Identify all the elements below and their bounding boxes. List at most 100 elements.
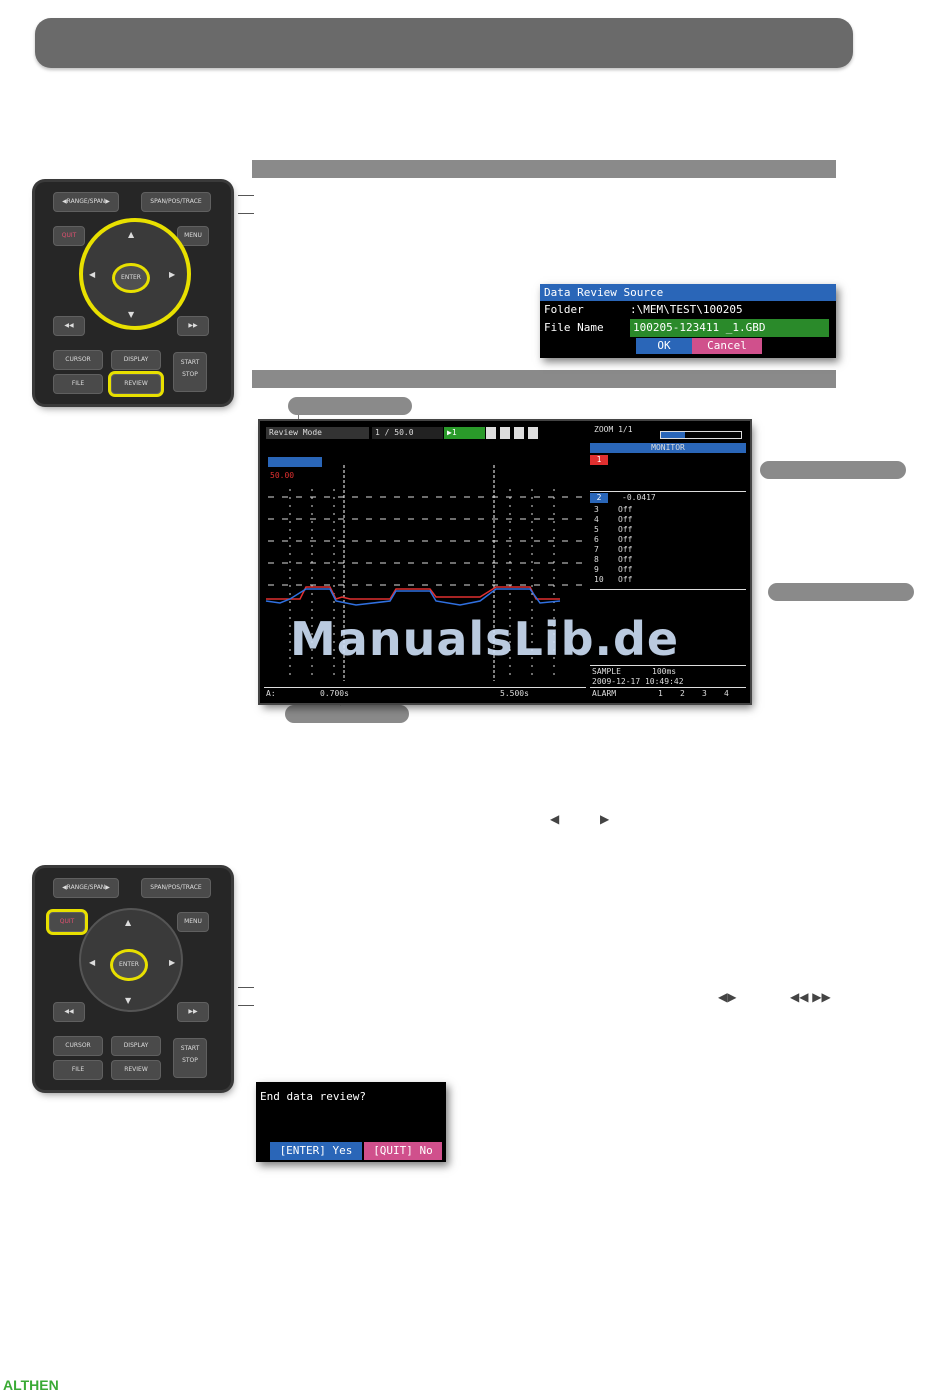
display-button[interactable]: DISPLAY: [111, 1036, 161, 1056]
rewind-button[interactable]: ◀◀: [53, 1002, 85, 1022]
fast-forward-button[interactable]: ▶▶: [177, 316, 209, 336]
left-arrow-icon[interactable]: ◀: [89, 958, 96, 967]
divider: [590, 665, 746, 666]
channel-state: Off: [618, 555, 633, 564]
right-arrow-icon[interactable]: ▶: [169, 958, 176, 967]
leader-line: [238, 213, 254, 214]
left-triangle-icon: ◀: [550, 812, 560, 826]
zoom-bar-fill: [661, 432, 685, 438]
file-button[interactable]: FILE: [53, 374, 103, 394]
page-title-bar: [35, 18, 853, 68]
down-arrow-icon[interactable]: ▼: [125, 996, 132, 1005]
cursor-button[interactable]: CURSOR: [53, 1036, 103, 1056]
section-header-bar-2: [252, 370, 836, 388]
folder-label: Folder: [544, 303, 584, 316]
cursor-button[interactable]: CURSOR: [53, 350, 103, 370]
filename-select[interactable]: 100205-123411 _1.GBD: [630, 319, 829, 337]
divider: [264, 687, 586, 688]
start-stop-button[interactable]: START STOP: [173, 352, 207, 392]
section-header-bar-1: [252, 160, 836, 178]
channel-number: 5: [594, 525, 599, 534]
channel-row: 5 Off: [594, 525, 744, 535]
channel-1-badge: 1: [590, 455, 608, 465]
plot-grid: [268, 465, 582, 681]
filename-row: File Name 100205-123411 _1.GBD: [540, 319, 836, 337]
range-span-button[interactable]: ◀RANGE/SPAN▶: [53, 878, 119, 898]
right-arrow-icon[interactable]: ▶: [169, 270, 176, 279]
dialog-buttons: OK Cancel: [540, 337, 836, 355]
channel-number: 7: [594, 545, 599, 554]
down-arrow-icon[interactable]: ▼: [128, 310, 135, 319]
range-span-button[interactable]: ◀RANGE/SPAN▶: [53, 192, 119, 212]
file-button[interactable]: FILE: [53, 1060, 103, 1080]
review-screen: Review Mode 1 / 50.0 ▶1 50.00 ZOOM 1/1 M…: [260, 421, 750, 703]
callout-right-2: [768, 583, 914, 601]
channel-state: Off: [618, 565, 633, 574]
display-button[interactable]: DISPLAY: [111, 350, 161, 370]
ok-button[interactable]: OK: [636, 338, 692, 354]
cancel-button[interactable]: Cancel: [692, 338, 762, 354]
rewind-button[interactable]: ◀◀: [53, 316, 85, 336]
dialog-title: Data Review Source: [540, 284, 836, 301]
trace-red: [266, 586, 560, 600]
sampling-label: SAMPLE: [592, 667, 621, 676]
sampling-value: 100ms: [652, 667, 677, 676]
end-review-message: End data review?: [260, 1090, 366, 1103]
waveform-plot: [265, 465, 582, 681]
review-button[interactable]: REVIEW: [111, 1060, 161, 1080]
red-scale-value: 50.00: [270, 471, 295, 480]
screen-icon-2: [500, 427, 510, 439]
divider: [590, 491, 746, 492]
alarm-1: 1: [658, 689, 663, 698]
filename-label: File Name: [544, 321, 604, 334]
channel-tab: [268, 457, 322, 467]
quit-button[interactable]: QUIT: [49, 912, 85, 932]
channel-number: 4: [594, 515, 599, 524]
watermark: ManualsLib.de: [290, 612, 680, 666]
enter-button[interactable]: ENTER: [115, 266, 147, 290]
divider: [590, 589, 746, 590]
callout-bottom: [285, 705, 409, 723]
enter-button[interactable]: ENTER: [113, 952, 145, 978]
span-pos-trace-button[interactable]: SPAN/POS/TRACE: [141, 192, 211, 212]
quit-button[interactable]: QUIT: [53, 226, 85, 246]
folder-row: Folder:\MEM\TEST\100205: [540, 301, 836, 319]
alarm-4: 4: [724, 689, 729, 698]
plot-traces: [265, 586, 561, 606]
span-pos-trace-button[interactable]: SPAN/POS/TRACE: [141, 878, 211, 898]
fast-forward-button[interactable]: ▶▶: [177, 1002, 209, 1022]
up-arrow-icon[interactable]: ▲: [128, 230, 135, 239]
start-stop-button[interactable]: START STOP: [173, 1038, 207, 1078]
review-button[interactable]: REVIEW: [111, 374, 161, 394]
keypad-quit: ◀RANGE/SPAN▶ SPAN/POS/TRACE QUIT MENU ▲ …: [35, 868, 231, 1090]
leader-line: [238, 195, 254, 196]
alarm-3: 3: [702, 689, 707, 698]
no-button[interactable]: [QUIT] No: [364, 1142, 442, 1160]
channel-number: 9: [594, 565, 599, 574]
channel-state: Off: [618, 525, 633, 534]
end-review-dialog: End data review? [ENTER] Yes [QUIT] No: [256, 1082, 446, 1162]
left-arrow-icon[interactable]: ◀: [89, 270, 96, 279]
channel-2-value: -0.0417: [622, 493, 656, 502]
screen-icon-3: [514, 427, 524, 439]
menu-button[interactable]: MENU: [177, 226, 209, 246]
up-arrow-icon[interactable]: ▲: [125, 918, 132, 927]
trace-blue: [265, 588, 561, 606]
channel-number: 10: [594, 575, 604, 584]
yes-button[interactable]: [ENTER] Yes: [270, 1142, 362, 1160]
channel-state: Off: [618, 505, 633, 514]
menu-button[interactable]: MENU: [177, 912, 209, 932]
datetime: 2009-12-17 10:49:42: [592, 677, 684, 686]
screen-icon-4: [528, 427, 538, 439]
screen-icon-1: [486, 427, 496, 439]
screen-time: 1 / 50.0: [372, 427, 443, 439]
alarm-2: 2: [680, 689, 685, 698]
zoom-bar[interactable]: [660, 431, 742, 439]
zoom-indicator: ZOOM 1/1: [594, 425, 633, 434]
keypad-review: ◀RANGE/SPAN▶ SPAN/POS/TRACE QUIT MENU ▲ …: [35, 182, 231, 404]
